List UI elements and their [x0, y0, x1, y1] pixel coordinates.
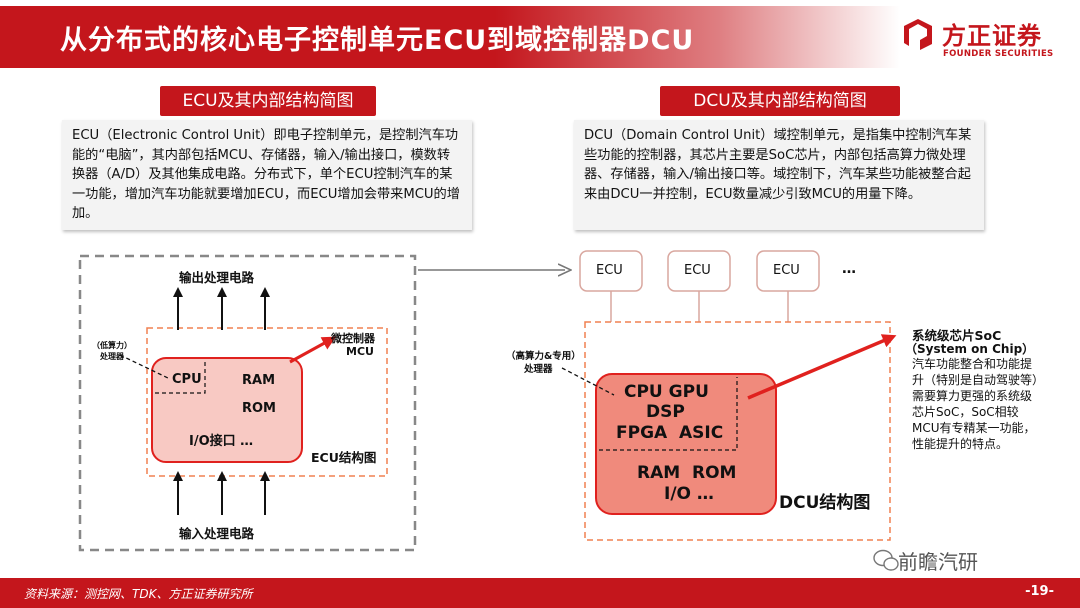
founder-logo: 方正证券 FOUNDER SECURITIES [900, 14, 1070, 68]
soc-title-english: （System on Chip） [905, 342, 1035, 356]
ecu-processor-pointer [119, 354, 169, 379]
dcu-module-box [584, 321, 891, 541]
dcu-processor-label: （高算力&专用） [506, 351, 581, 362]
source-note: 资料来源：测控网、TDK、方正证券研究所 [24, 587, 253, 601]
wechat-icon [873, 549, 899, 571]
logo-english-name: FOUNDER SECURITIES [943, 49, 1054, 59]
title-accent-bar [42, 8, 49, 66]
ecu-description: ECU（Electronic Control Unit）即电子控制单元，是控制汽… [62, 120, 472, 230]
dcu-description: DCU（Domain Control Unit）域控制单元，是指集中控制汽车某些… [574, 120, 984, 230]
dcu-processor-region [599, 377, 738, 451]
soc-title: 系统级芯片SoC [912, 328, 1002, 343]
ecu-node-label: ECU [596, 263, 623, 278]
ecu-mcu-chip [151, 357, 303, 463]
mcu-label: MCU [346, 345, 374, 358]
soc-pointer-arrow [747, 334, 897, 400]
soc-description: 汽车功能整合和功能提升（特别是自动驾驶等）需要算力更强的系统级芯片SoC，SoC… [912, 357, 1039, 451]
dcu-diagram-caption: DCU结构图 [779, 493, 871, 513]
dcu-processor-pointer [561, 367, 615, 396]
ecu-section-title: ECU及其内部结构简图 [160, 86, 376, 116]
mcu-label: 微控制器 [331, 332, 375, 345]
founder-logo-icon [904, 19, 932, 50]
mcu-pointer-arrow [289, 336, 337, 364]
ecu-processor-label: 处理器 [100, 352, 124, 361]
ecu-diagram-caption: ECU结构图 [311, 450, 377, 465]
ecu-ram-label: RAM [242, 373, 276, 388]
dcu-processor-label: 处理器 [524, 364, 553, 375]
input-circuit-label: 输入处理电路 [179, 526, 255, 541]
ecu-processor-label: （低算力） [92, 341, 132, 350]
dcu-ram-rom-label: RAM ROM [637, 463, 737, 483]
footer-bar: 资料来源：测控网、TDK、方正证券研究所 -19- [0, 578, 1080, 608]
dcu-fpga-asic-label: FPGA ASIC [616, 423, 724, 443]
ecu-io-label: I/O接口 … [189, 434, 254, 449]
ecu-node-label: ECU [684, 263, 711, 278]
output-circuit-label: 输出处理电路 [179, 270, 255, 285]
ecu-cpu-label: CPU [172, 372, 202, 387]
dcu-dsp-label: DSP [646, 402, 685, 422]
ecu-node-label: ECU [773, 263, 800, 278]
watermark-text: 前瞻汽研 [898, 550, 978, 574]
ecu-outer-frame [78, 254, 417, 552]
page-title: 从分布式的核心电子控制单元ECU到域控制器DCU [60, 25, 695, 56]
dcu-section-title: DCU及其内部结构简图 [660, 86, 900, 116]
title-accent-bar [30, 8, 37, 66]
page-number: -19- [1025, 584, 1054, 599]
dcu-soc-chip [595, 373, 777, 515]
header: 从分布式的核心电子控制单元ECU到域控制器DCU 方正证券 FOUNDER SE… [0, 0, 1080, 80]
more-ecu-ellipsis: … [842, 261, 856, 277]
ecu-cpu-region [155, 361, 206, 394]
logo-chinese-name: 方正证券 [942, 22, 1042, 50]
dcu-cpu-gpu-label: CPU GPU [624, 382, 709, 402]
ecu-rom-label: ROM [242, 401, 276, 416]
ecu-module-box [146, 327, 388, 477]
title-band [0, 6, 900, 68]
dcu-io-label: I/O … [664, 484, 714, 504]
